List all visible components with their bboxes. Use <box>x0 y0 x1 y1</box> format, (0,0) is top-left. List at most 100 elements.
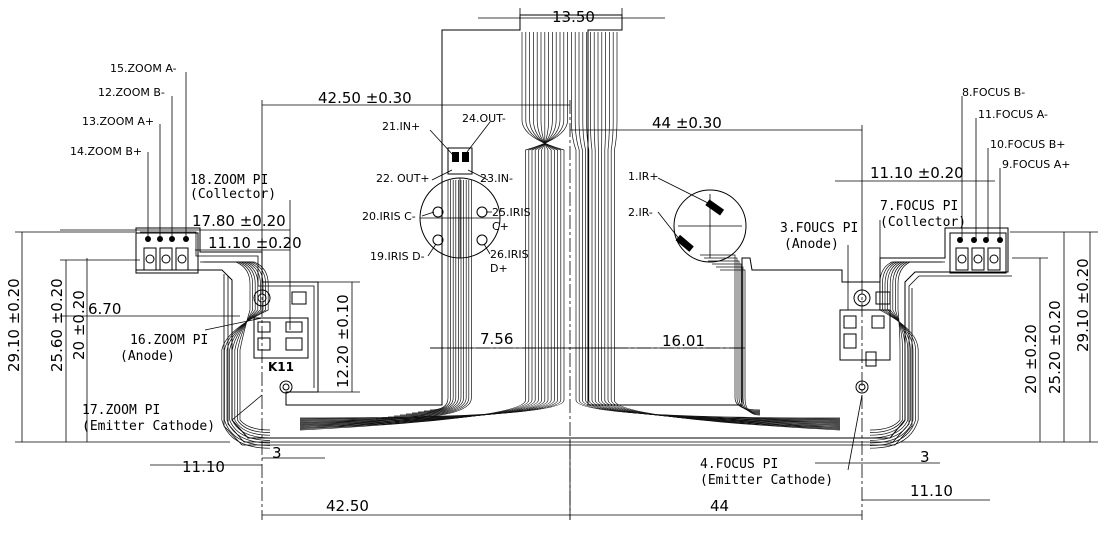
dim-left-height-25-60: 25.60 ±0.20 <box>48 278 66 372</box>
cable-trace <box>869 261 940 436</box>
dim-center-12-20: 12.20 ±0.10 <box>334 294 352 388</box>
pin-12-label: 12.ZOOM B- <box>98 86 165 99</box>
cable-trace <box>218 261 271 449</box>
cable-trace <box>590 32 841 424</box>
cable-trace <box>582 32 841 422</box>
pin-21-label: 21.IN+ <box>382 120 420 133</box>
cable-trace <box>299 32 557 428</box>
pin-4-label: 4.FOCUS PI <box>700 457 778 472</box>
cable-trace <box>417 180 454 413</box>
right-focus-pads <box>839 232 1007 394</box>
ir-connector <box>673 189 747 263</box>
pin-2-label: 2.IR- <box>628 206 653 219</box>
cable-trace <box>597 32 841 426</box>
cable-trace <box>700 254 761 411</box>
cable-trace <box>399 180 462 416</box>
cable-trace <box>593 32 841 425</box>
dim-right-height-20: 20 ±0.20 <box>1022 324 1040 394</box>
left-zoom-pads: K11 <box>135 232 309 394</box>
pin-23-label: 23.IN- <box>480 172 513 185</box>
dim-right-height-29-10: 29.10 ±0.20 <box>1074 258 1092 352</box>
cable-trace <box>869 261 927 449</box>
cable-trace <box>387 180 467 418</box>
pin-14-label: 14.ZOOM B+ <box>70 145 142 158</box>
dim-left-upper: 42.50 ±0.30 <box>318 89 412 107</box>
cable-trace <box>712 263 761 414</box>
pin-22-label: 22. OUT+ <box>376 172 430 185</box>
pin-26-label-a: 26.IRIS <box>490 248 529 261</box>
dim-bottom-right: 44 <box>710 497 729 515</box>
cable-trace <box>604 32 841 428</box>
dim-left-bottom-3: 3 <box>272 444 282 462</box>
dim-right-bottom-11-10: 11.10 <box>910 482 953 500</box>
dim-left-height-29-10: 29.10 ±0.20 <box>5 278 23 372</box>
dim-bottom-left: 42.50 <box>326 497 369 515</box>
pin-20-label: 20.IRIS C- <box>362 210 416 223</box>
pin-17-sub: (Emitter Cathode) <box>82 419 215 434</box>
dimension-labels: 13.50 42.50 ±0.30 44 ±0.30 11.10 ±0.20 1… <box>5 8 1092 515</box>
cable-trace <box>299 32 553 427</box>
cable-trace <box>299 32 561 429</box>
dim-right-11-10-tol: 11.10 ±0.20 <box>870 164 964 182</box>
cable-trace <box>210 261 271 441</box>
cable-trace <box>704 257 761 412</box>
dim-right-height-25-20: 25.20 ±0.20 <box>1046 300 1064 394</box>
cable-trace <box>202 261 271 433</box>
cable-trace <box>207 261 271 439</box>
pin-13-label: 13.ZOOM A+ <box>82 115 154 128</box>
cable-trace <box>393 180 464 417</box>
pin-11-label: 11.FOCUS A- <box>978 108 1048 121</box>
dim-top-width: 13.50 <box>552 8 595 26</box>
cable-trace <box>381 180 470 419</box>
dim-left-bottom-11-10: 11.10 <box>182 458 225 476</box>
cable-trace <box>610 32 841 430</box>
pin-8-label: 8.FOCUS B- <box>962 86 1025 99</box>
cable-trace <box>708 260 761 413</box>
dim-left-6-70: 6.70 <box>88 300 121 318</box>
pin-3-sub: (Anode) <box>784 237 839 252</box>
dimension-lines <box>15 8 1098 520</box>
cable-trace <box>405 180 459 415</box>
k11-label: K11 <box>268 360 294 374</box>
iris-connector <box>419 147 501 259</box>
cable-trace <box>299 32 549 424</box>
cable-trace <box>601 32 841 427</box>
pin-26-label-b: D+ <box>490 262 508 275</box>
pin-19-label: 19.IRIS D- <box>370 250 425 263</box>
cable-trace <box>607 32 841 429</box>
pin-10-label: 10.FOCUS B+ <box>990 138 1065 151</box>
cable-trace <box>205 261 271 436</box>
dim-left-17-80: 17.80 ±0.20 <box>192 212 286 230</box>
cable-trace <box>869 261 930 446</box>
pin-4-sub: (Emitter Cathode) <box>700 473 833 488</box>
pin-25-label-a: 25.IRIS <box>492 206 531 219</box>
cable-trace <box>299 32 568 431</box>
cable-trace <box>716 266 761 415</box>
cable-trace <box>614 32 841 431</box>
cable-trace <box>720 269 761 416</box>
cable-trace <box>299 32 555 422</box>
pin-18-sub: (Collector) <box>190 187 276 202</box>
pin-15-label: 15.ZOOM A- <box>110 62 177 75</box>
pin-17-label: 17.ZOOM PI <box>82 403 160 418</box>
pin-7-sub: (Collector) <box>880 215 966 230</box>
pin-7-label: 7.FOCUS PI <box>880 199 958 214</box>
cable-trace <box>215 261 271 446</box>
cable-trace <box>299 32 549 426</box>
pin-1-label: 1.IR+ <box>628 170 659 183</box>
dim-mid-16-01: 16.01 <box>662 332 705 350</box>
cable-trace <box>574 32 841 420</box>
cable-trace <box>429 180 449 411</box>
pin-3-label: 3.FOUCS PI <box>780 221 858 236</box>
dim-left-11-10-tol: 11.10 ±0.20 <box>208 234 302 252</box>
pin-18-label: 18.ZOOM PI <box>190 173 268 188</box>
dim-right-upper: 44 ±0.30 <box>652 114 722 132</box>
cable-trace <box>586 32 841 423</box>
cable-trace <box>375 180 472 420</box>
cable-trace <box>423 180 451 412</box>
ribbon-traces <box>200 32 945 449</box>
cable-trace <box>578 32 841 421</box>
dim-right-bottom-3: 3 <box>920 448 930 466</box>
cable-trace <box>571 32 841 419</box>
